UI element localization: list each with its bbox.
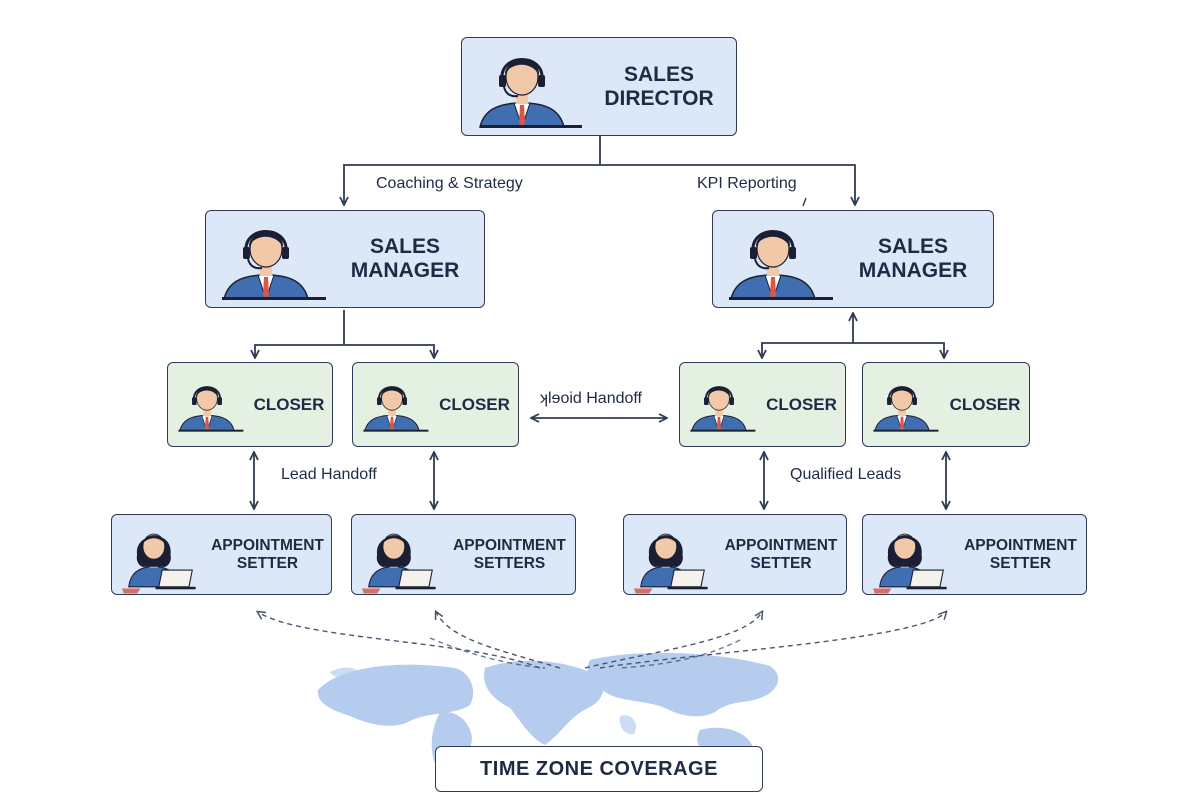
closer-title: CLOSER [439,394,510,414]
closer-title: CLOSER [253,394,325,414]
setter-title-line1: APPOINTMENT [724,537,838,555]
setter-title-line2: SETTER [750,554,812,572]
headset-agent-icon [363,385,429,432]
setter-title: APPOINTMENT SETTER [955,537,1086,572]
director-title-line2: DIRECTOR [604,86,714,110]
headset-agent-icon [222,230,326,301]
laptop-agent-icon [122,533,196,593]
lead-handoff-label: Lead Handoff [281,466,377,483]
manager-title-line2: MANAGER [858,259,968,282]
setter-title-line1: APPOINTMENT [453,537,566,555]
appointment-setter-box: APPOINTMENT SETTERS [351,514,576,595]
coaching-strategy-label: Coaching & Strategy [376,175,523,192]
setter-title: APPOINTMENT SETTERS [444,537,575,572]
sales-manager-box: SALES MANAGER [712,210,994,308]
appointment-setter-box: APPOINTMENT SETTER [862,514,1087,595]
headset-agent-icon [729,230,833,301]
manager-title-line1: SALES [369,235,440,259]
laptop-agent-icon [362,533,436,593]
setter-title-line2: SETTER [236,554,299,572]
headset-agent-icon [873,385,939,432]
closer-title: CLOSER [949,394,1021,414]
setter-title-line2: SETTERS [473,554,546,572]
headset-agent-icon [690,385,756,432]
appointment-setter-box: APPOINTMENT SETTER [623,514,847,595]
time-zone-coverage-box: TIME ZONE COVERAGE [435,746,763,792]
closer-title: CLOSER [766,394,837,414]
qualified-leads-label: Qualified Leads [790,466,902,483]
closer-box: CLOSER [679,362,846,447]
closer-box: CLOSER [862,362,1030,447]
setter-title-line1: APPOINTMENT [964,537,1077,555]
hybrid-handoff-label: ʞlɘoid Handoff [540,390,642,407]
setter-title-line2: SETTER [989,554,1052,572]
manager-title: SALES MANAGER [326,235,484,282]
closer-box: CLOSER [167,362,333,447]
laptop-agent-icon [634,533,708,593]
world-map-icon [317,652,779,773]
setter-title: APPOINTMENT SETTER [716,537,846,572]
director-title: SALES DIRECTOR [582,63,736,110]
manager-title-line1: SALES [877,235,948,259]
headset-agent-icon [178,385,244,432]
sales-manager-box: SALES MANAGER [205,210,485,308]
manager-title: SALES MANAGER [833,235,993,282]
setter-title-line1: APPOINTMENT [211,537,324,555]
setter-title: APPOINTMENT SETTER [204,537,331,572]
kpi-reporting-label: KPI Reporting [697,175,797,192]
appointment-setter-box: APPOINTMENT SETTER [111,514,332,595]
director-title-line1: SALES [623,62,694,86]
closer-box: CLOSER [352,362,519,447]
headset-agent-icon [479,57,582,129]
sales-director-box: SALES DIRECTOR [461,37,737,136]
laptop-agent-icon [873,533,947,593]
manager-title-line2: MANAGER [350,259,460,282]
